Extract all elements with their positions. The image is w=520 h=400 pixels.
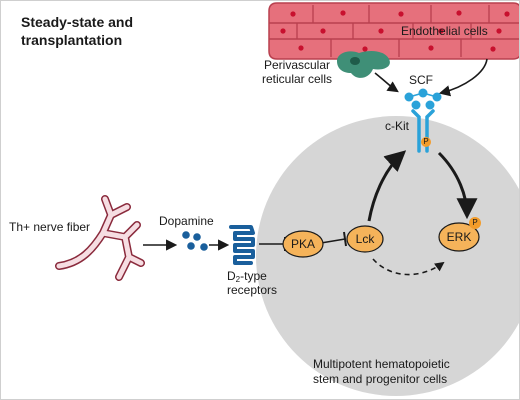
d2-letter: D bbox=[227, 269, 236, 283]
arrow-lck-to-erk-dashed bbox=[372, 258, 445, 276]
d2-type-label: D2-type bbox=[227, 269, 267, 287]
perivascular-reticular-cell bbox=[337, 51, 390, 78]
pka-label: PKA bbox=[290, 237, 315, 251]
perivascular-line-2: reticular cells bbox=[261, 72, 333, 86]
endothelial-cells-label: Endothelial cells bbox=[401, 24, 488, 38]
diagram-title: Steady-state and transplantation bbox=[21, 13, 133, 49]
dopamine-molecules bbox=[182, 231, 208, 251]
pka-node bbox=[282, 230, 324, 258]
erk-node bbox=[438, 222, 480, 252]
nerve-fiber-label: Th+ nerve fiber bbox=[9, 220, 91, 234]
d2-subscript: 2 bbox=[235, 275, 241, 284]
ckit-phospho-label: P bbox=[423, 137, 429, 146]
hspc-cell-body bbox=[256, 116, 519, 396]
d2-receptor-icon bbox=[229, 225, 255, 265]
d2-type-suffix: -type bbox=[240, 269, 267, 283]
scf-ligand-cluster bbox=[404, 88, 442, 110]
ckit-phospho-marker bbox=[421, 137, 431, 147]
receptors-label: receptors bbox=[227, 283, 278, 297]
erk-label: ERK bbox=[446, 230, 472, 244]
perivascular-line-1: Perivascular bbox=[263, 58, 331, 72]
inhibit-pka-to-lck bbox=[320, 238, 346, 244]
ckit-label: c-Kit bbox=[385, 119, 409, 133]
arrow-reticular-to-scf bbox=[374, 72, 399, 93]
hspc-label-line-1: Multipotent hematopoietic bbox=[313, 357, 450, 371]
lck-node bbox=[346, 225, 384, 253]
hspc-label-line-2: stem and progenitor cells bbox=[313, 372, 448, 386]
erk-phospho-label: P bbox=[472, 218, 478, 227]
lck-label: Lck bbox=[355, 232, 375, 246]
title-line-2: transplantation bbox=[21, 32, 123, 48]
title-line-1: Steady-state and bbox=[21, 14, 134, 30]
arrow-ckit-to-erk bbox=[437, 151, 478, 220]
arrow-endothelial-to-scf bbox=[438, 58, 488, 97]
scf-label: SCF bbox=[409, 73, 433, 87]
erk-phospho-marker bbox=[469, 217, 481, 229]
arrow-lck-to-ckit bbox=[367, 150, 407, 222]
dopamine-label: Dopamine bbox=[159, 214, 214, 228]
inhibit-bar-lck bbox=[343, 231, 347, 247]
perivascular-cells-label: Perivascular reticular cells bbox=[257, 58, 337, 86]
endothelial-vessel bbox=[268, 2, 519, 60]
nerve-fiber bbox=[55, 195, 145, 281]
